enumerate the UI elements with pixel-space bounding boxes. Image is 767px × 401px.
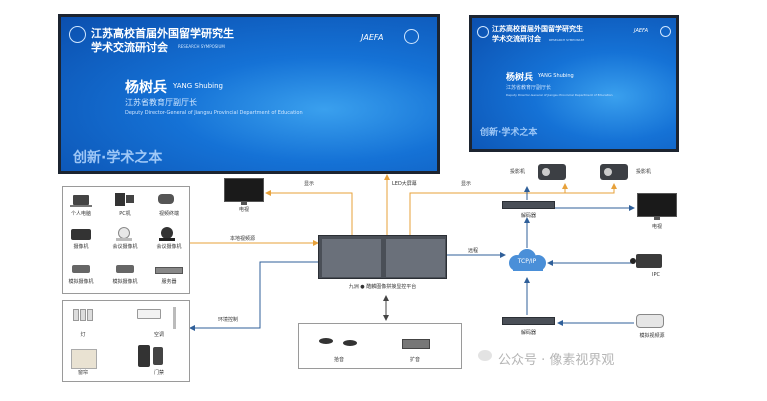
lamp-icon [73, 309, 79, 321]
env-label: 门禁 [153, 370, 164, 376]
access-control-icon [138, 345, 150, 367]
screen-title-line2: 学术交流研讨会 [492, 35, 541, 43]
screen-slogan: 创新·学术之本 [480, 128, 538, 138]
label-local-video: 本地视频源 [230, 236, 256, 242]
seal-logo-icon [404, 29, 419, 44]
analog-video-label: 模拟视频源 [639, 333, 665, 339]
projector-left-label: 投影机 [510, 169, 526, 175]
laptop-icon [73, 195, 89, 205]
source-label: 个人电脑 [70, 211, 91, 217]
source-label: 会议摄像机 [112, 244, 138, 250]
source-label: 服务器 [161, 279, 177, 285]
audio-label: 拾音 [333, 357, 344, 363]
source-label: 视频终端 [158, 211, 179, 217]
seal-logo-icon [660, 26, 671, 37]
wechat-icon [478, 350, 492, 361]
led-secondary-screen: 江苏高校首届外国留学研究生 学术交流研讨会 RESEARCH SYMPOSIUM… [469, 15, 679, 152]
university-logo-icon [69, 26, 86, 43]
speaker-name: 杨树兵 [125, 80, 167, 96]
projector-right-label: 投影机 [636, 169, 652, 175]
led-main-screen: 江苏高校首届外国留学研究生 学术交流研讨会 RESEARCH SYMPOSIUM… [58, 14, 440, 174]
source-label: 摄像机 [73, 244, 89, 250]
audio-label: 扩音 [409, 357, 420, 363]
source-label: PC机 [119, 211, 131, 217]
line-display-tv-left [265, 190, 353, 235]
tv-left-icon [224, 178, 264, 202]
environment-panel: 灯 空调 窗帘 门禁 [62, 300, 190, 382]
decoder-top-label: 解码器 [520, 213, 536, 219]
decoder-bottom-icon [502, 317, 555, 325]
label-env-control: 环境控制 [218, 317, 239, 323]
speaker-title-en: Deputy Director-General of Jiangsu Provi… [506, 93, 613, 97]
server-icon [155, 267, 183, 274]
label-remote: 远程 [468, 248, 479, 254]
analog-camera-icon [116, 265, 134, 273]
university-logo-icon [477, 26, 489, 38]
speaker-title: 江苏省教育厅副厅长 [125, 98, 197, 107]
video-terminal-icon [158, 194, 174, 204]
label-display-right: 显示 [461, 181, 472, 187]
source-label: 模拟摄像机 [68, 279, 94, 285]
decoder-bottom-label: 解码器 [520, 330, 536, 336]
analog-video-camera-icon [636, 314, 664, 328]
screen-title-en: RESEARCH SYMPOSIUM [549, 38, 585, 42]
line-env-control [189, 261, 318, 331]
watermark-text: 公众号 · 像素视界观 [498, 353, 615, 368]
screen-slogan: 创新·学术之本 [73, 150, 163, 166]
projector-right-icon [600, 164, 628, 180]
ipc-camera-icon [636, 254, 662, 268]
source-label: 模拟摄像机 [112, 279, 138, 285]
display-control-platform [318, 235, 447, 279]
amplifier-icon [402, 339, 430, 349]
tcp-ip-cloud-icon: TCP/IP [505, 247, 549, 273]
speaker-name: 杨树兵 [506, 73, 534, 83]
air-conditioner-icon [137, 309, 161, 319]
microphone-icon [319, 338, 333, 344]
tv-left-label: 电视 [238, 207, 249, 213]
speaker-name-en: YANG Shubing [538, 73, 574, 79]
jaefa-logo-icon: JAEFA [361, 33, 384, 42]
decoder-top-icon [502, 201, 555, 209]
speaker-title-en: Deputy Director-General of Jiangsu Provi… [125, 110, 303, 116]
pc-icon [115, 193, 125, 206]
projector-left-icon [538, 164, 566, 180]
env-label: 灯 [80, 332, 86, 338]
tv-right-label: 电视 [651, 224, 662, 230]
label-led-screen: LED大屏幕 [392, 181, 417, 187]
screen-title-line1: 江苏高校首届外国留学研究生 [492, 25, 583, 33]
speaker-name-en: YANG Shubing [173, 82, 223, 90]
env-label: 窗帘 [77, 370, 88, 376]
video-sources-panel: 个人电脑 PC机 视频终端 摄像机 会议摄像机 会议摄像机 模拟摄像机 模拟摄像… [62, 186, 190, 294]
tv-right-icon [637, 193, 677, 217]
camcorder-icon [71, 229, 91, 240]
screen-title-en: RESEARCH SYMPOSIUM [178, 44, 225, 49]
line-projector-right [565, 183, 617, 194]
jaefa-logo-icon: JAEFA [634, 28, 649, 34]
ipc-label: IPC [652, 272, 660, 278]
curtain-icon [71, 349, 97, 369]
env-label: 空调 [153, 332, 164, 338]
audio-panel: 拾音 扩音 [298, 323, 462, 369]
conference-camera-icon [161, 227, 173, 239]
controller-label: 九洲 ● 酷麟图像拼接显控平台 [348, 284, 417, 290]
speaker-title: 江苏省教育厅副厅长 [506, 85, 552, 91]
label-display-left: 显示 [304, 181, 315, 187]
analog-camera-icon [72, 265, 90, 273]
screen-title-line2: 学术交流研讨会 [91, 41, 168, 54]
source-label: 会议摄像机 [156, 244, 182, 250]
line-display-projectors [409, 183, 568, 235]
screen-title-line1: 江苏高校首届外国留学研究生 [91, 27, 234, 40]
network-label: TCP/IP [517, 258, 537, 265]
